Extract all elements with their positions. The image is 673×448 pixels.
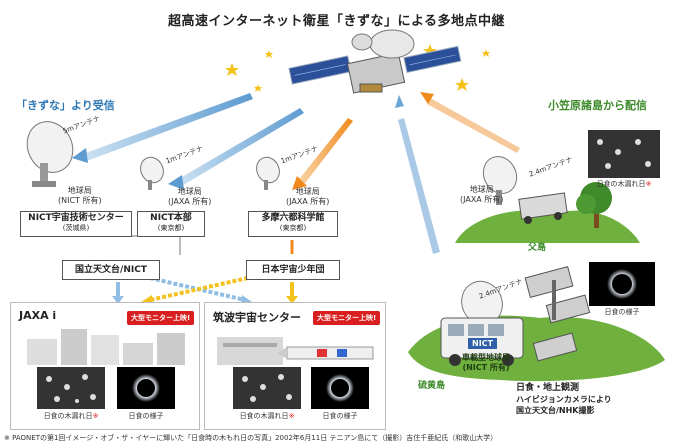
observation-text: 日食・地上観測 ハイビジョンカメラにより 国立天文台/NHK撮影 (516, 383, 612, 416)
nict-space-tech-center-box: NICT宇宙技術センター (茨城県) (20, 211, 132, 237)
arrow-head-1m (168, 175, 184, 190)
chichijima-label: 父島 (528, 243, 547, 253)
section-deliver-label: 小笠原諸島から配信 (548, 99, 647, 112)
caption-text: 日食の木漏れ日 (239, 412, 289, 420)
observation-title: 日食・地上観測 (516, 383, 580, 393)
box-location: (東京都) (157, 224, 185, 232)
vehicle-logo: NICT (468, 338, 497, 349)
caption-text: 日食の木漏れ日 (596, 180, 646, 188)
earth-station-jaxa-label-2: 地球局 (JAXA 所有) (286, 187, 330, 206)
komorebi-caption: 日食の木漏れ日※ (231, 411, 303, 421)
arrow-head-tama (292, 176, 307, 190)
antenna-24m-chichijima-icon (482, 156, 518, 205)
star-icon (225, 63, 239, 76)
caption-text: 日食の木漏れ日 (43, 412, 93, 420)
venue-tsukuba: 筑波宇宙センター 大型モニター上映! 日食の木漏れ日※ 日食の様子 (204, 302, 386, 430)
uplink-arrow-iwojima (398, 118, 440, 254)
iwojima-eclipse-caption: 日食の様子 (604, 308, 640, 316)
camera-icons (524, 266, 591, 362)
komorebi-photo (233, 367, 301, 409)
downlink-arrows (80, 93, 353, 187)
star-icon (455, 78, 469, 91)
komorebi-photo (37, 367, 105, 409)
footnote-mark: ※ (645, 180, 652, 188)
monitor-badge: 大型モニター上映! (127, 311, 195, 325)
distribution-arrows (112, 276, 298, 305)
box-location: (東京都) (279, 224, 307, 232)
chichijima-komorebi-photo (588, 130, 660, 178)
kizuna-satellite-icon (288, 29, 462, 94)
earth-station-jaxa-label-1: 地球局 (JAXA 所有) (168, 187, 212, 206)
eclipse-caption: 日食の様子 (128, 412, 164, 420)
nict-hq-box: NICT本部 (東京都) (137, 211, 205, 237)
monitor-badge: 大型モニター上映! (313, 311, 381, 325)
venue-name: JAXA i (19, 309, 57, 322)
footnote-mark: ※ (92, 412, 99, 420)
eclipse-photo (117, 367, 175, 409)
building-icon (217, 337, 374, 365)
box-name: NICT宇宙技術センター (28, 213, 124, 223)
tama-science-museum-box: 多摩六都科学館 (東京都) (248, 211, 338, 237)
eclipse-caption: 日食の様子 (322, 412, 358, 420)
iwojima-eclipse-photo (589, 262, 655, 306)
chichijima-komorebi-caption: 日食の木漏れ日※ (586, 179, 662, 189)
iwojima-label: 硫黄島 (418, 381, 446, 391)
observation-line-2: 国立天文台/NHK撮影 (516, 406, 595, 415)
earth-station-nict-label: 地球局 (NICT 所有) (58, 186, 102, 205)
building-icon (27, 329, 185, 365)
box-name: 日本宇宙少年団 (261, 265, 325, 275)
eclipse-photo (311, 367, 369, 409)
antenna-1m-nict-icon (140, 156, 164, 190)
footnote-mark: ※ (288, 412, 295, 420)
star-icon (482, 49, 490, 57)
earth-station-truck-chichijima-icon (518, 192, 568, 224)
star-icon (254, 84, 262, 92)
vehicle-station-label: 車載型地球局 (NICT 所有) (462, 353, 510, 372)
page-title: 超高速インターネット衛星「きずな」による多地点中継 (167, 14, 506, 29)
antenna-5m-icon (26, 121, 74, 187)
section-receive-label: 「きずな」より受信 (16, 99, 115, 112)
tree-icon (576, 182, 612, 228)
footnote: ※ PAONETの第1回イメージ・オブ・ザ・イヤーに輝いた「日食時の木もれ日の写… (4, 434, 498, 442)
yac-box: 日本宇宙少年団 (246, 260, 340, 280)
antenna-1m-tama-icon (256, 156, 280, 190)
box-name: 多摩六都科学館 (261, 213, 325, 223)
komorebi-caption: 日食の木漏れ日※ (35, 411, 107, 421)
earth-station-jaxa-label-3: 地球局 (JAXA 所有) (460, 185, 504, 204)
arrow-head-5m (72, 148, 88, 163)
box-location: (茨城県) (62, 224, 90, 232)
uplink-arrow-chichijima (427, 98, 520, 153)
chichijima-island (455, 209, 640, 243)
venue-name: 筑波宇宙センター (213, 311, 301, 324)
observation-line-1: ハイビジョンカメラにより (516, 395, 612, 404)
venue-jaxa-i: JAXA i 大型モニター上映! 日食の木漏れ日※ 日食の様子 (10, 302, 200, 430)
box-name: NICT本部 (150, 213, 192, 223)
box-name: 国立天文台/NICT (75, 265, 147, 275)
naoj-nict-box: 国立天文台/NICT (62, 260, 160, 280)
star-icon (265, 50, 273, 58)
